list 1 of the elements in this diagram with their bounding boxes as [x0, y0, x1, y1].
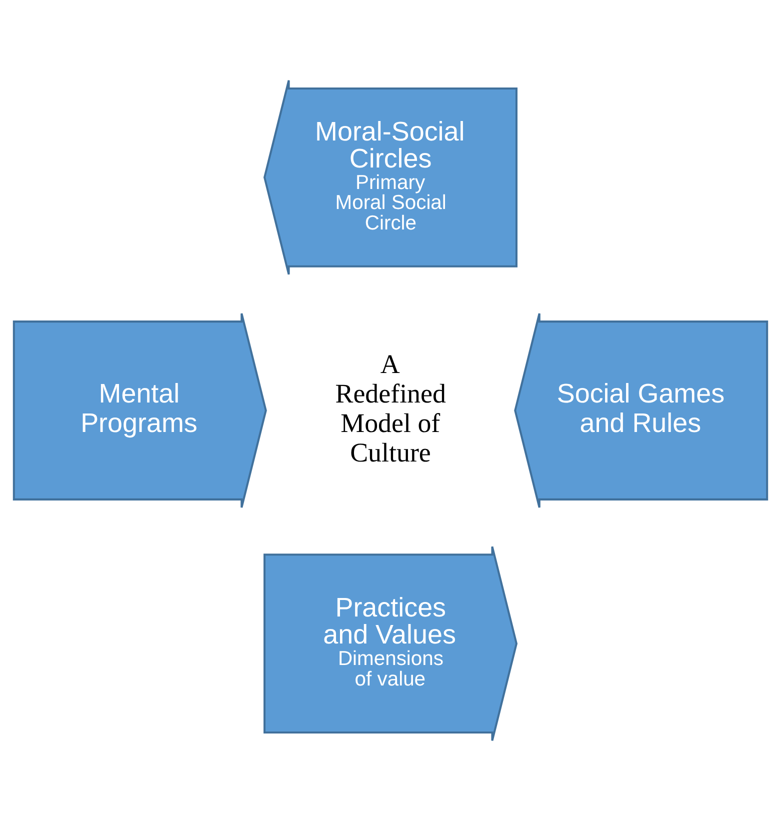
node-text: A Redefined Model of Culture	[335, 348, 446, 468]
